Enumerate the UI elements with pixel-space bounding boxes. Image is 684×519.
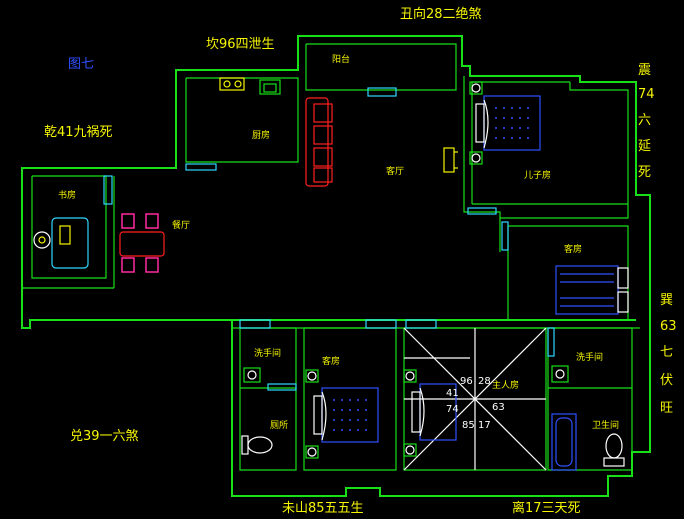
sofa-icon (305, 97, 333, 187)
right-wash-sink-icon (551, 365, 569, 383)
son-bed-dots (495, 107, 529, 139)
direction-top: 丑向28二绝煞 (400, 6, 482, 22)
guest-bottom-bed-icon (305, 369, 379, 459)
room-label-guest-right: 客房 (564, 243, 582, 255)
direction-right-upper-char-1: 震 (638, 63, 651, 78)
master-grid-number: 63 (492, 402, 505, 413)
tv-icon (443, 147, 458, 173)
windows (103, 87, 555, 391)
direction-bottom-left: 未山85五五生 (282, 501, 364, 516)
guest-right-bed-icon (555, 265, 629, 315)
master-grid-number: 41 (446, 388, 459, 399)
direction-right-upper: 震 74 六 延 死 (638, 63, 655, 180)
guest-bottom-bed-dots (333, 399, 367, 431)
room-label-toilet-left: 厕所 (270, 420, 288, 431)
room-label-kitchen: 厨房 (252, 129, 270, 141)
right-toilet-icon (603, 433, 625, 467)
outer-walls (21, 35, 651, 497)
kitchen-sink-icon (259, 79, 281, 95)
direction-right-lower-char-5: 旺 (660, 401, 673, 416)
kitchen-stove-icon (219, 77, 245, 91)
bathtub-icon (551, 413, 577, 471)
left-wash-sink-icon (243, 367, 261, 383)
direction-right-upper-char-5: 死 (638, 165, 651, 180)
direction-right-lower: 巽 63 七 伏 旺 (660, 293, 677, 416)
direction-right-lower-char-3: 七 (660, 345, 673, 360)
direction-bottom-right: 离17三天死 (512, 500, 581, 516)
room-label-guest-bottom: 客房 (322, 355, 340, 367)
direction-right-upper-char-2: 74 (638, 87, 655, 102)
direction-right-lower-char-2: 63 (660, 319, 677, 334)
interior-walls (22, 43, 640, 471)
room-label-wash-right: 洗手间 (576, 351, 603, 363)
dining-table-icon (119, 213, 165, 273)
room-label-bath-right: 卫生间 (592, 419, 619, 431)
room-label-dining: 餐厅 (172, 219, 190, 231)
figure-label: 图七 (68, 57, 94, 72)
son-bed-icon (469, 81, 541, 165)
direction-right-lower-char-4: 伏 (660, 373, 673, 388)
direction-right-upper-char-3: 六 (638, 113, 651, 128)
master-grid-lines (403, 327, 547, 471)
room-label-living: 客厅 (386, 165, 404, 177)
study-desk-icon (33, 217, 89, 269)
master-grid-number: 85 (462, 420, 475, 431)
direction-right-lower-char-1: 巽 (660, 293, 673, 308)
left-toilet-icon (241, 435, 273, 455)
room-label-master: 主人房 (492, 379, 519, 391)
direction-left-upper: 乾41九祸死 (44, 125, 113, 140)
room-label-son-room: 儿子房 (524, 169, 551, 181)
master-bed-icon (403, 369, 457, 457)
room-label-balcony: 阳台 (332, 53, 350, 65)
direction-right-upper-char-4: 延 (638, 139, 651, 154)
direction-top-left: 坎96四泄生 (206, 37, 275, 52)
room-label-study: 书房 (58, 189, 76, 201)
direction-left-lower: 兑39一六煞 (70, 429, 139, 444)
master-grid-number: 17 (478, 420, 491, 431)
master-grid-number: 96 (460, 376, 473, 387)
master-grid-number: 28 (478, 376, 491, 387)
room-label-wash-left: 洗手间 (254, 347, 281, 359)
master-grid-number: 74 (446, 404, 459, 415)
